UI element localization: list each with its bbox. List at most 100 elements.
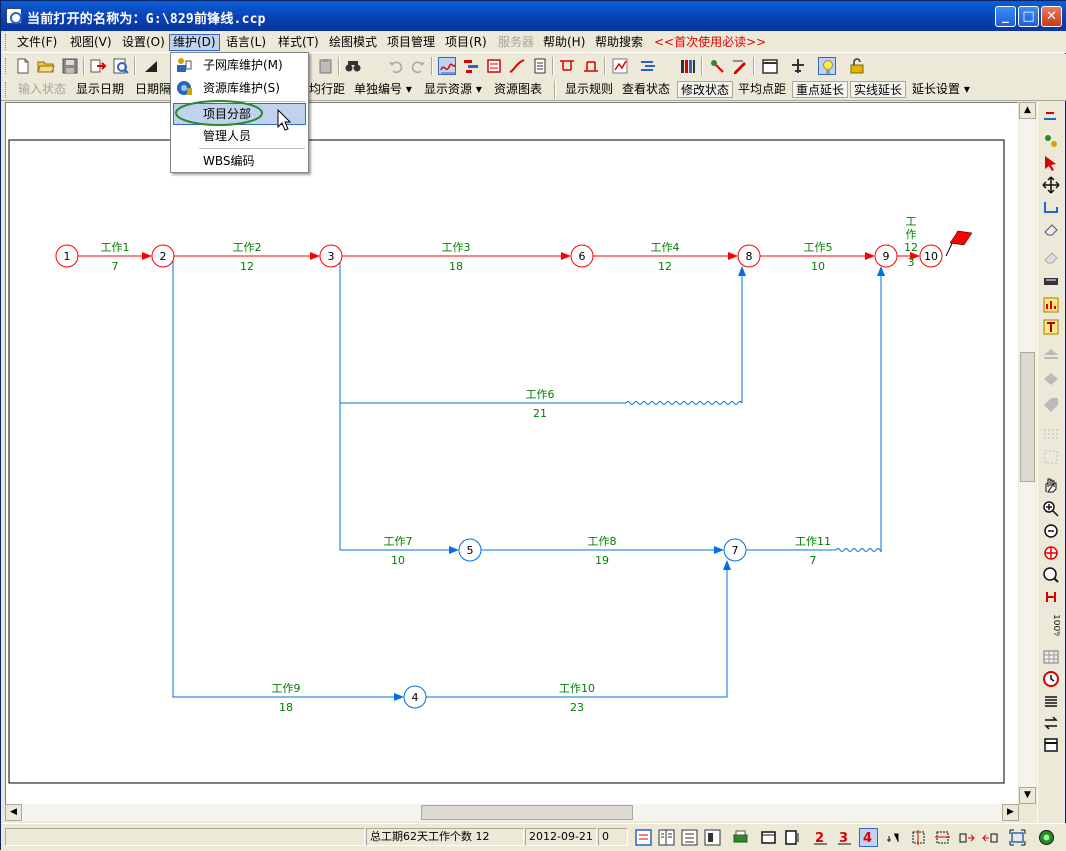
node-tool-icon[interactable]: [708, 57, 726, 75]
vertical-scrollbar[interactable]: ▲ ▼: [1019, 102, 1036, 804]
event-node[interactable]: [319, 244, 343, 268]
menu-first-use-guide[interactable]: <<首次使用必读>>: [654, 35, 767, 49]
menu-item-wbs-code[interactable]: WBS编码: [171, 150, 308, 172]
paste-icon[interactable]: [317, 57, 335, 75]
tip-lightbulb-icon[interactable]: [818, 57, 836, 75]
save-icon[interactable]: [61, 57, 79, 75]
table-icon[interactable]: [1042, 648, 1060, 666]
distribute-icon[interactable]: [957, 828, 976, 847]
extend-settings-dropdown[interactable]: 延长设置 ▾: [912, 82, 970, 96]
level-2-icon[interactable]: 2: [811, 828, 830, 847]
select-pointer-icon[interactable]: [1042, 154, 1060, 172]
grid-icon[interactable]: [1042, 448, 1060, 466]
menu-language[interactable]: 语言(L): [226, 35, 267, 49]
printer-icon[interactable]: [731, 828, 750, 847]
event-node[interactable]: [55, 244, 79, 268]
menu-style[interactable]: 样式(T): [278, 35, 319, 49]
pen-tool-icon[interactable]: [731, 57, 749, 75]
individual-numbering-dropdown[interactable]: 单独编号 ▾: [354, 82, 412, 96]
event-node[interactable]: [458, 538, 482, 562]
event-node[interactable]: [151, 244, 175, 268]
plane-icon[interactable]: [789, 57, 807, 75]
activity-arrow[interactable]: [172, 256, 404, 701]
menu-item-subnet-library[interactable]: 子网库维护(M): [171, 54, 308, 76]
scroll-left-button[interactable]: ◀: [5, 804, 22, 821]
scroll-right-button[interactable]: ▶: [1002, 804, 1019, 821]
swap-icon[interactable]: [1042, 714, 1060, 732]
redo-icon[interactable]: [409, 57, 427, 75]
layer-up-icon[interactable]: [1042, 346, 1060, 364]
activity-arrow[interactable]: [426, 560, 731, 698]
grid-chart-icon[interactable]: [611, 57, 629, 75]
clock-icon[interactable]: [1042, 670, 1060, 688]
dash-lines-icon[interactable]: [1042, 424, 1060, 442]
title-bar[interactable]: 当前打开的名称为：G:\829前锋线.ccp _ □ ✕: [1, 1, 1066, 31]
vertical-scroll-thumb[interactable]: [1020, 352, 1035, 482]
text-tool-icon[interactable]: [1042, 318, 1060, 336]
clear-icon[interactable]: [1042, 248, 1060, 266]
event-node[interactable]: [570, 244, 594, 268]
view-status-button[interactable]: 查看状态: [622, 82, 671, 96]
zoom-100-icon[interactable]: 100%: [1042, 612, 1060, 636]
bar-chart-icon[interactable]: [1042, 296, 1060, 314]
toolbar-grip[interactable]: [5, 58, 8, 74]
set-icon[interactable]: [1042, 272, 1060, 290]
menu-view[interactable]: 视图(V): [70, 35, 112, 49]
scroll-down-button[interactable]: ▼: [1019, 787, 1036, 804]
level-3-icon[interactable]: 3: [835, 828, 854, 847]
indent-icon[interactable]: [639, 57, 657, 75]
connect-icon[interactable]: [1042, 198, 1060, 216]
activity-arrow[interactable]: [339, 403, 459, 554]
menu-project[interactable]: 项目(R): [445, 35, 487, 49]
eraser-icon[interactable]: [1042, 220, 1060, 238]
list-icon[interactable]: [1042, 692, 1060, 710]
horizontal-scroll-thumb[interactable]: [421, 805, 633, 820]
tag-icon[interactable]: [1042, 396, 1060, 414]
open-folder-icon[interactable]: [37, 57, 55, 75]
new-file-icon[interactable]: [14, 57, 32, 75]
timeline-icon[interactable]: [485, 57, 503, 75]
view-network-icon[interactable]: [634, 828, 653, 847]
input-status-button[interactable]: 输入状态: [18, 82, 67, 96]
modify-status-button[interactable]: 修改状态: [677, 81, 734, 98]
even-row-spacing-button[interactable]: 均行距: [309, 82, 346, 96]
resource-chart-button[interactable]: 资源图表: [494, 82, 543, 96]
average-point-spacing-button[interactable]: 平均点距: [738, 82, 787, 96]
toolbar-grip[interactable]: [5, 82, 8, 98]
level-text-icon[interactable]: [883, 828, 902, 847]
view-bars-icon[interactable]: [703, 828, 722, 847]
network-diagram[interactable]: 工作17工作212工作318工作412工作510工作123工作621工作710工…: [6, 103, 1019, 805]
event-node[interactable]: [723, 538, 747, 562]
view-rows-icon[interactable]: [680, 828, 699, 847]
menu-help-search[interactable]: 帮助搜索: [595, 35, 644, 49]
distribute-back-icon[interactable]: [981, 828, 1000, 847]
event-node[interactable]: [919, 244, 943, 268]
add-activity-icon[interactable]: [1042, 110, 1060, 128]
link-nodes-icon[interactable]: [1042, 132, 1060, 150]
horizontal-scrollbar[interactable]: ◀ ▶: [5, 804, 1019, 821]
minimize-button[interactable]: _: [995, 6, 1016, 27]
key-extend-button[interactable]: 重点延长: [792, 81, 849, 98]
align-bottom-icon[interactable]: [582, 57, 600, 75]
menu-maintenance[interactable]: 维护(D): [169, 34, 220, 51]
menu-settings[interactable]: 设置(O): [122, 35, 165, 49]
align-v-icon[interactable]: [933, 828, 952, 847]
show-rules-button[interactable]: 显示规则: [565, 82, 614, 96]
triangle-tool-icon[interactable]: [142, 57, 160, 75]
unlock-icon[interactable]: [848, 57, 866, 75]
layer-icon[interactable]: [1042, 370, 1060, 388]
ruler-icon[interactable]: [1042, 588, 1060, 606]
maximize-button[interactable]: □: [1018, 6, 1039, 27]
fit-page-icon[interactable]: [783, 828, 802, 847]
fullscreen-icon[interactable]: [1008, 828, 1027, 847]
menubar-grip[interactable]: [5, 34, 8, 50]
zoom-out-icon[interactable]: [1042, 522, 1060, 540]
menu-item-resource-library[interactable]: 资源库维护(S): [171, 77, 308, 99]
date-interval-button[interactable]: 日期隔: [135, 82, 172, 96]
align-top-icon[interactable]: [558, 57, 576, 75]
move-icon[interactable]: [1042, 176, 1060, 194]
menu-server[interactable]: 服务器: [498, 35, 535, 49]
show-date-button[interactable]: 显示日期: [76, 82, 125, 96]
solid-line-extend-button[interactable]: 实线延长: [850, 81, 907, 98]
close-button[interactable]: ✕: [1041, 6, 1062, 27]
